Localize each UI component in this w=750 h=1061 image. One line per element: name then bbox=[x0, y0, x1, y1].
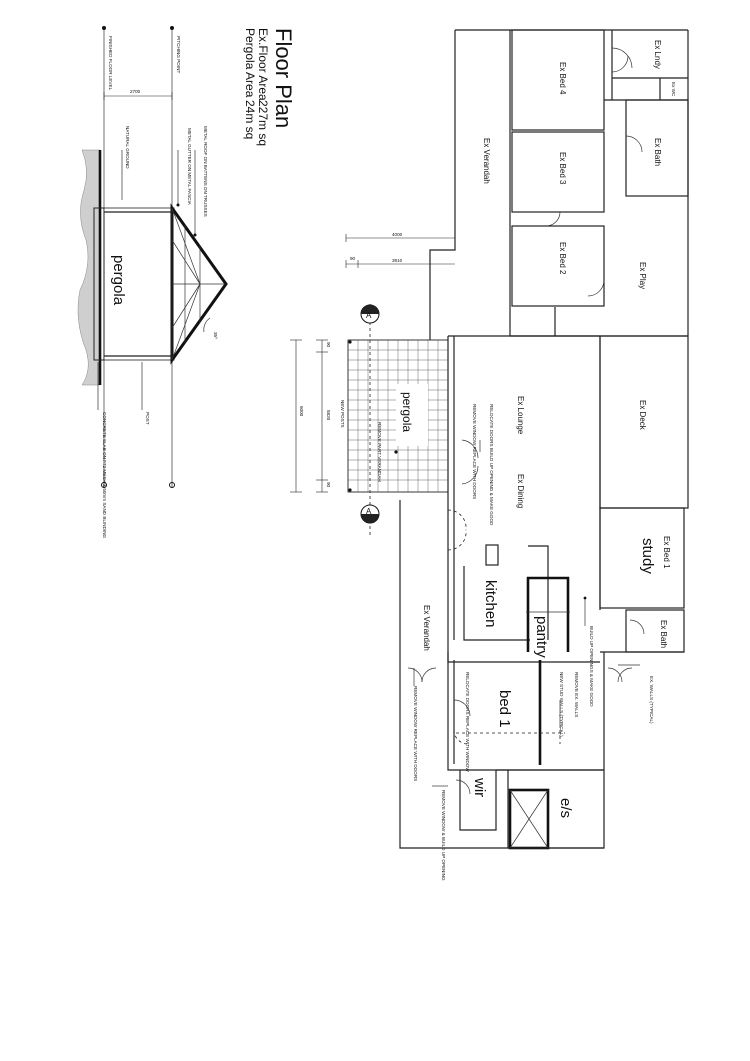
post-note: POST bbox=[145, 412, 150, 425]
pergola-area-label: Pergola Area bbox=[243, 28, 257, 98]
section-marker-bottom-label: A bbox=[366, 507, 372, 516]
finished-floor-note: FINISHED FLOOR LEVEL bbox=[108, 36, 113, 91]
kitchen-island bbox=[485, 544, 499, 566]
label-ex-bed-1: Ex Bed 1 bbox=[662, 536, 671, 569]
label-ex-bed-4: Ex Bed 4 bbox=[558, 62, 567, 95]
label-pantry: pantry bbox=[533, 616, 550, 658]
level-marker bbox=[169, 482, 175, 488]
pergola-section: FINISHED FLOOR LEVEL PITCHING POINT 2700… bbox=[77, 26, 228, 539]
concrete-slab bbox=[93, 207, 105, 361]
room-ex-bed-3 bbox=[511, 131, 605, 213]
room-ex-bed-2 bbox=[511, 225, 605, 307]
pitch-label: 35º bbox=[213, 332, 218, 339]
ground-hatch bbox=[77, 149, 101, 386]
label-ex-dining: Ex Dining bbox=[516, 474, 525, 508]
note-remove-ex-walls: REMOVE EX. WALLS bbox=[574, 672, 579, 717]
label-ensuite: e/s bbox=[557, 798, 574, 818]
label-wir: wir bbox=[471, 777, 488, 797]
label-ex-wc: Ex WC bbox=[671, 82, 676, 97]
label-ex-verandah-bottom: Ex Verandah bbox=[422, 605, 431, 651]
dim-5820: 5820 bbox=[326, 410, 331, 421]
verandah-bottom-edge bbox=[399, 500, 448, 849]
room-pantry bbox=[526, 576, 570, 652]
label-ex-lndy: Ex Lndy bbox=[653, 40, 662, 69]
dim-90-b: 90 bbox=[326, 482, 331, 488]
floor-plan: Ex Bed 4 Ex Lndy Ex WC Ex Bath Ex Bed 3 … bbox=[290, 29, 689, 881]
note-relocate-doors: RELOCATE DOORS BUILD UP OPENING & MAKE G… bbox=[489, 404, 494, 526]
room-wir bbox=[459, 770, 497, 831]
note-remove-window-build-up: REMOVE WINDOW & BUILD UP OPENING bbox=[441, 790, 446, 881]
room-ex-bath-bottom bbox=[625, 609, 685, 653]
label-ex-verandah-top: Ex Verandah bbox=[482, 138, 491, 184]
natural-ground-note: NATURAL GROUND bbox=[125, 126, 130, 169]
dim-2700: 2700 bbox=[130, 89, 141, 94]
drawing-title: Floor Plan bbox=[271, 28, 296, 128]
label-ex-bath-bottom: Ex Bath bbox=[659, 620, 668, 648]
kitchen-bench bbox=[463, 566, 530, 641]
note-remove-window-doors: REMOVE WINDOW REPLACE WITH DOORS bbox=[413, 686, 418, 781]
label-ex-bed-3: Ex Bed 3 bbox=[558, 152, 567, 185]
concrete-slab-note: CONCRETE SLAB ON F72 MESH & 50mm SAND BL… bbox=[102, 412, 107, 539]
note-relocate-doors-window: RELOCATE DOORS REPLACE WITH WINDOW bbox=[465, 672, 470, 772]
verandah-edge bbox=[429, 30, 456, 340]
note-ex-walls: EX. WALLS (TYPICAL) bbox=[649, 676, 654, 724]
bed1-outline bbox=[447, 652, 604, 771]
metal-roof-note: METAL ROOF ON BATTENS ON TRUSSES bbox=[203, 126, 208, 217]
note-remove-part-verandah: REMOVE PART VERANDAH bbox=[377, 422, 382, 482]
label-bed-1: bed 1 bbox=[496, 690, 513, 728]
note-new-stud-walls: NEW STUD WALLS (TYPICAL) bbox=[559, 672, 564, 737]
pitching-point-note: PITCHING POINT bbox=[176, 36, 181, 73]
label-ex-lounge: Ex Lounge bbox=[516, 396, 525, 435]
dim-90-top: 90 bbox=[350, 256, 356, 261]
note-remove-window: REMOVE WINDOW REPLACE WITH DOORS bbox=[472, 404, 477, 499]
section-marker-top-label: A bbox=[366, 311, 372, 320]
dim-3910: 3910 bbox=[392, 258, 403, 263]
dim-90-a: 90 bbox=[326, 342, 331, 348]
level-marker bbox=[170, 26, 174, 30]
dim-4000: 4000 bbox=[392, 232, 403, 237]
label-pergola-plan: pergola bbox=[400, 392, 414, 432]
note-new-posts: NEW POSTS bbox=[340, 400, 345, 428]
floor-area-value: 227m sq bbox=[256, 100, 270, 146]
level-marker bbox=[102, 26, 106, 30]
metal-gutter-note: METAL GUTTER ON METAL FASCIA bbox=[187, 128, 192, 206]
floor-area-label: Ex.Floor Area bbox=[256, 28, 270, 101]
room-ex-bed-4 bbox=[511, 29, 605, 131]
label-kitchen: kitchen bbox=[482, 580, 499, 628]
room-study bbox=[599, 507, 685, 609]
dim-6000: 6000 bbox=[299, 406, 304, 417]
label-study: study bbox=[639, 538, 656, 574]
room-ex-bath-top bbox=[625, 99, 689, 197]
label-ex-bath-top: Ex Bath bbox=[653, 138, 662, 166]
label-ex-deck: Ex Deck bbox=[638, 400, 647, 431]
label-ex-play: Ex Play bbox=[638, 262, 647, 289]
label-ex-bed-2: Ex Bed 2 bbox=[558, 242, 567, 275]
title-block: Floor Plan Ex.Floor Area 227m sq Pergola… bbox=[243, 28, 296, 146]
pergola-section-label: pergola bbox=[110, 255, 127, 306]
pergola-area-value: 24m sq bbox=[243, 100, 257, 139]
level-marker bbox=[101, 482, 107, 488]
note-build-up-openings: BUILD UP OPENINGS & MAKE GOOD bbox=[589, 626, 594, 707]
